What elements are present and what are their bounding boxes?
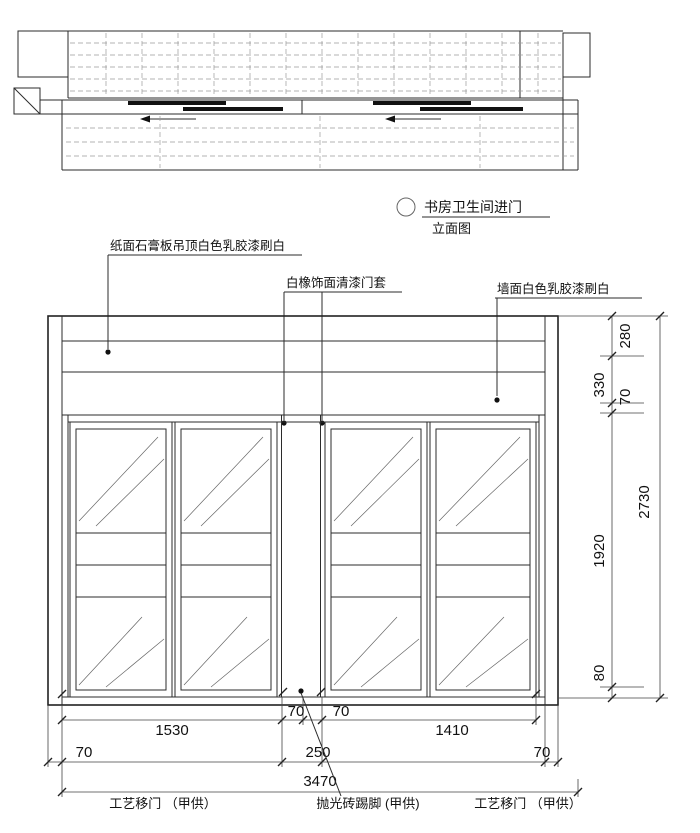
plan-wall-section-right bbox=[562, 32, 591, 78]
dimension-chain-bottom: 1530 70 70 1410 70 250 70 3470 bbox=[43, 687, 583, 797]
dim-bottom-70a: 70 bbox=[288, 703, 305, 720]
callout-labels: 纸面石膏板吊顶白色乳胶漆刷白 白橡饰面清漆门套 墙面白色乳胶漆刷白 bbox=[105, 238, 642, 426]
plan-door-leaf bbox=[420, 107, 523, 111]
callout-wall: 墙面白色乳胶漆刷白 bbox=[497, 281, 610, 296]
plan-view bbox=[13, 30, 591, 171]
dim-right-total-2730: 2730 bbox=[636, 485, 653, 518]
elevation-outer-wall bbox=[47, 315, 559, 706]
plan-wall-block-left bbox=[13, 87, 41, 115]
dim-right-70: 70 bbox=[617, 389, 634, 406]
label-right-sliding-door: 工艺移门 （甲供） bbox=[474, 796, 582, 811]
title-bubble-icon bbox=[396, 197, 416, 217]
dim-bottom-70b: 70 bbox=[333, 703, 350, 720]
door-leaf-elevation bbox=[69, 421, 173, 698]
dim-bottom-70-left: 70 bbox=[76, 744, 93, 761]
ceiling-band bbox=[61, 340, 546, 373]
dim-right-1920: 1920 bbox=[591, 534, 608, 567]
plan-door-leaf bbox=[373, 101, 471, 105]
door-leaf-elevation bbox=[324, 421, 428, 698]
leader-dot bbox=[105, 349, 111, 355]
plan-grid-vertical bbox=[105, 33, 539, 98]
callout-ceiling: 纸面石膏板吊顶白色乳胶漆刷白 bbox=[110, 238, 285, 253]
drawing-title: 书房卫生间进门 bbox=[424, 199, 522, 215]
leader-dot bbox=[298, 688, 304, 694]
door-leaf-elevation bbox=[429, 421, 537, 698]
slide-direction-arrow-icon bbox=[140, 115, 441, 123]
dim-bottom-total-3470: 3470 bbox=[303, 773, 336, 790]
dim-right-80: 80 bbox=[591, 665, 608, 682]
footer-labels: 工艺移门 （甲供） 抛光砖踢脚 (甲供) 工艺移门 （甲供） bbox=[109, 692, 582, 811]
leader-dot bbox=[494, 397, 500, 403]
plan-door-leaf bbox=[183, 107, 283, 111]
dim-bottom-1530: 1530 bbox=[155, 722, 188, 739]
dim-bottom-250: 250 bbox=[305, 744, 330, 761]
elevation-view bbox=[47, 315, 559, 706]
drawing-title-mark: 书房卫生间进门 立面图 bbox=[396, 197, 550, 236]
dim-right-330: 330 bbox=[591, 372, 608, 397]
drawing-subtitle: 立面图 bbox=[432, 221, 471, 236]
dim-bottom-1410: 1410 bbox=[435, 722, 468, 739]
label-skirting: 抛光砖踢脚 (甲供) bbox=[316, 796, 419, 811]
plan-grid-horizontal bbox=[70, 42, 561, 92]
dim-bottom-70-right: 70 bbox=[534, 744, 551, 761]
leader-dot bbox=[281, 420, 287, 426]
dim-right-280: 280 bbox=[617, 323, 634, 348]
door-leaf-elevation bbox=[174, 421, 278, 698]
callout-door-frame: 白橡饰面清漆门套 bbox=[286, 275, 387, 290]
label-left-sliding-door: 工艺移门 （甲供） bbox=[109, 796, 217, 811]
plan-door-leaf bbox=[128, 101, 226, 105]
dimension-chain-right: 280 330 70 1920 80 2730 bbox=[558, 311, 668, 703]
plan-tile-band-grid bbox=[66, 116, 574, 168]
plan-wall-section-left bbox=[17, 30, 69, 78]
